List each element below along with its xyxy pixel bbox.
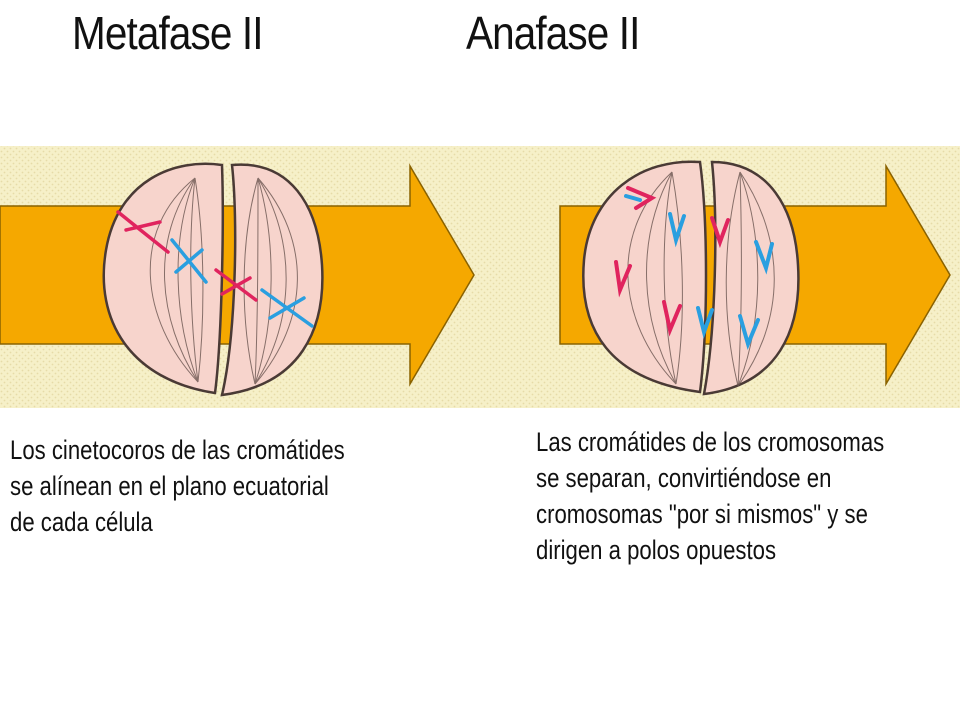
anaphase-cell xyxy=(582,160,800,396)
metaphase-caption: Los cinetocoros de las cromátides se alí… xyxy=(10,432,345,540)
anaphase-caption-line: cromosomas "por si mismos" y se xyxy=(536,499,868,529)
metaphase-caption-line: de cada célula xyxy=(10,507,153,537)
anaphase-cell-left-half xyxy=(582,160,708,394)
anaphase-caption-line: se separan, convirtiéndose en xyxy=(536,463,832,493)
metaphase-caption-line: Los cinetocoros de las cromátides xyxy=(10,435,345,465)
metaphase-title: Metafase II xyxy=(72,7,263,59)
metaphase-caption-line: se alínean en el plano ecuatorial xyxy=(10,471,329,501)
anaphase-caption-line: Las cromátides de los cromosomas xyxy=(536,427,885,457)
meiosis-diagram xyxy=(0,146,960,408)
metaphase-cell xyxy=(102,162,324,397)
anaphase-caption: Las cromátides de los cromosomas se sepa… xyxy=(536,424,884,568)
anaphase-caption-line: dirigen a polos opuestos xyxy=(536,535,777,565)
anaphase-title: Anafase II xyxy=(466,7,640,59)
